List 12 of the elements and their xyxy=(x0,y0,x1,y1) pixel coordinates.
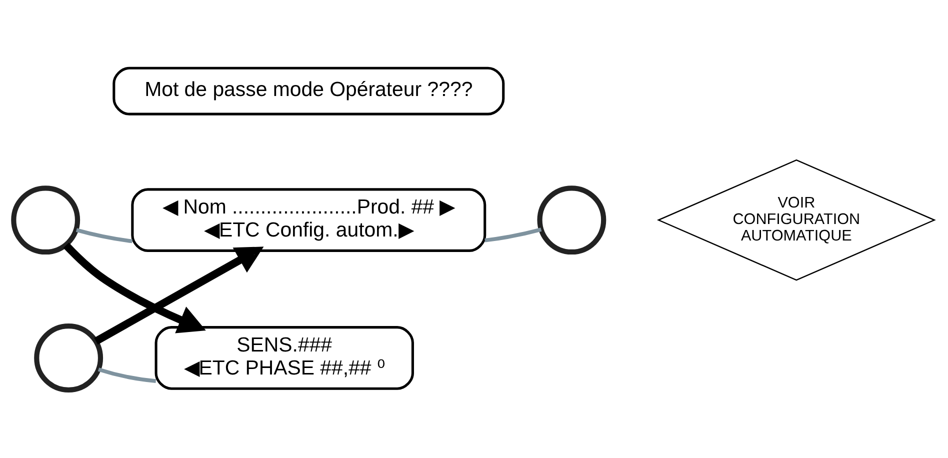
node-circle xyxy=(34,324,104,392)
node-circle xyxy=(11,186,80,255)
arrow xyxy=(63,242,206,334)
node-box: SENS.### ◀ETC PHASE ##,## ⁰ xyxy=(154,326,414,390)
connector xyxy=(98,368,156,383)
connector xyxy=(76,228,132,244)
arrow xyxy=(94,246,264,345)
node-box: Mot de passe mode Opérateur ???? xyxy=(112,66,505,116)
node-circle xyxy=(537,186,606,255)
node-diamond: VOIR CONFIGURATION AUTOMATIQUE xyxy=(656,159,936,281)
node-box: ◀ Nom ......................Prod. ## ▶ ◀ETC Config. autom.▶ xyxy=(131,188,486,252)
connector xyxy=(484,228,542,242)
